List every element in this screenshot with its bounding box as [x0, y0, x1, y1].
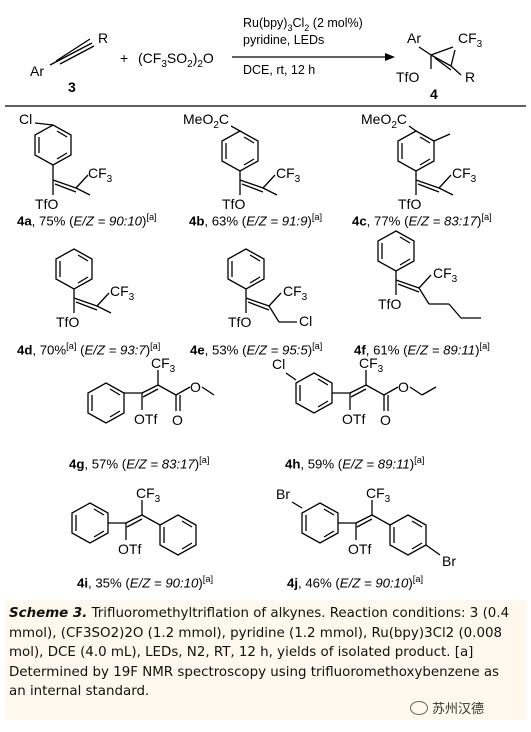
tfo-label: TfO: [35, 196, 58, 212]
product-number: 4: [430, 86, 438, 102]
alkyne-r-label: R: [98, 30, 108, 46]
structure-4h: Cl CF3 OTf O O: [272, 355, 437, 428]
cf3-label: CF3: [88, 165, 113, 185]
wechat-icon: [410, 700, 428, 715]
structure-4d: CF3 TfO: [55, 248, 135, 330]
cf3-label: CF3: [433, 265, 458, 285]
caption-4d: 4d, 70%[a] (E/Z = 93:7)[a]: [17, 341, 161, 358]
structure-4g: CF3 OTf O O: [87, 355, 215, 428]
product-ar-label: Ar: [407, 30, 421, 46]
caption-4c: 4c, 77% (E/Z = 83:17)[a]: [352, 212, 492, 229]
cf3-label: CF3: [359, 355, 384, 375]
caption-4j: 4j, 46% (E/Z = 90:10)[a]: [287, 574, 424, 591]
structure-4i: CF3 OTf: [71, 485, 197, 557]
product-r-label: R: [465, 69, 475, 85]
caption-4g: 4g, 57% (E/Z = 83:17)[a]: [69, 455, 210, 472]
otf-label: OTf: [348, 541, 371, 557]
oxygen-label: O: [172, 412, 183, 428]
ester-label: MeO2C: [361, 111, 407, 131]
structure-4c: MeO2C CF3 TfO: [361, 111, 477, 212]
reaction-equation: Ar R 3 + (CF3SO2)2O Ru(bpy)3Cl2 (2 mol%)…: [5, 16, 526, 107]
scheme-caption-text: Trifluoromethyltriflation of alkynes. Re…: [9, 606, 510, 699]
chloro-label: Cl: [272, 356, 285, 372]
caption-4f: 4f, 61% (E/Z = 89:11)[a]: [354, 341, 490, 358]
caption-4i: 4i, 35% (E/Z = 90:10)[a]: [77, 574, 214, 591]
caption-background: [5, 600, 526, 720]
watermark: 苏州汉德: [410, 698, 484, 717]
condition-line-2: pyridine, LEDs: [243, 33, 324, 47]
caption-4h: 4h, 59% (E/Z = 89:11)[a]: [285, 455, 425, 472]
alkyne-number: 3: [68, 79, 76, 95]
tfo-label: TfO: [228, 314, 251, 330]
chloro-label: Cl: [19, 111, 32, 127]
structure-4e: CF3 TfO Cl: [227, 248, 312, 330]
otf-label: OTf: [118, 541, 141, 557]
cf3-label: CF3: [366, 485, 391, 505]
otf-label: OTf: [342, 411, 365, 427]
bromo-label: Br: [276, 486, 290, 502]
condition-line-1: Ru(bpy)3Cl2 (2 mol%): [243, 16, 363, 33]
structure-4f: CF3 TfO: [377, 230, 481, 319]
structure-4a: Cl CF3 TfO: [19, 111, 113, 212]
chloro-label: Cl: [299, 313, 312, 329]
plus-sign: +: [120, 50, 128, 66]
caption-4e: 4e, 53% (E/Z = 95:5)[a]: [190, 341, 323, 358]
cf3-label: CF3: [110, 283, 135, 303]
scheme-drawing: Ar R 3 + (CF3SO2)2O Ru(bpy)3Cl2 (2 mol%)…: [5, 16, 526, 569]
otf-label: OTf: [134, 411, 157, 427]
scheme-caption: Scheme 3. Trifluoromethyltriflation of a…: [9, 604, 519, 702]
tf2o-reagent: (CF3SO2)2O: [138, 50, 214, 70]
structure-4b: MeO2C CF3 TfO: [183, 111, 301, 212]
ester-label: MeO2C: [183, 111, 229, 131]
oxygen-label: O: [380, 412, 391, 428]
oxygen-label: O: [398, 379, 409, 395]
tfo-label: TfO: [378, 296, 401, 312]
structure-4j: Br CF3 OTf Br: [276, 485, 456, 569]
cf3-label: CF3: [151, 355, 176, 375]
tfo-label: TfO: [56, 314, 79, 330]
tfo-label: TfO: [222, 196, 245, 212]
cf3-label: CF3: [283, 283, 308, 303]
product-cf3-label: CF3: [458, 30, 483, 50]
scheme-label: Scheme 3.: [9, 606, 88, 621]
product-tfo-label: TfO: [396, 69, 419, 85]
oxygen-label: O: [190, 379, 201, 395]
cf3-label: CF3: [452, 165, 477, 185]
caption-4b: 4b, 63% (E/Z = 91:9)[a]: [189, 212, 323, 229]
tfo-label: TfO: [398, 196, 421, 212]
cf3-label: CF3: [276, 165, 301, 185]
alkyne-ar-label: Ar: [30, 63, 44, 79]
bromo-label: Br: [442, 553, 456, 569]
condition-line-3: DCE, rt, 12 h: [243, 63, 315, 77]
reactant-alkyne: Ar R 3: [30, 30, 108, 95]
product-4: Ar CF3 TfO R 4: [396, 30, 483, 102]
watermark-text: 苏州汉德: [432, 702, 485, 717]
caption-4a: 4a, 75% (E/Z = 90:10)[a]: [17, 212, 157, 229]
cf3-label: CF3: [136, 485, 161, 505]
